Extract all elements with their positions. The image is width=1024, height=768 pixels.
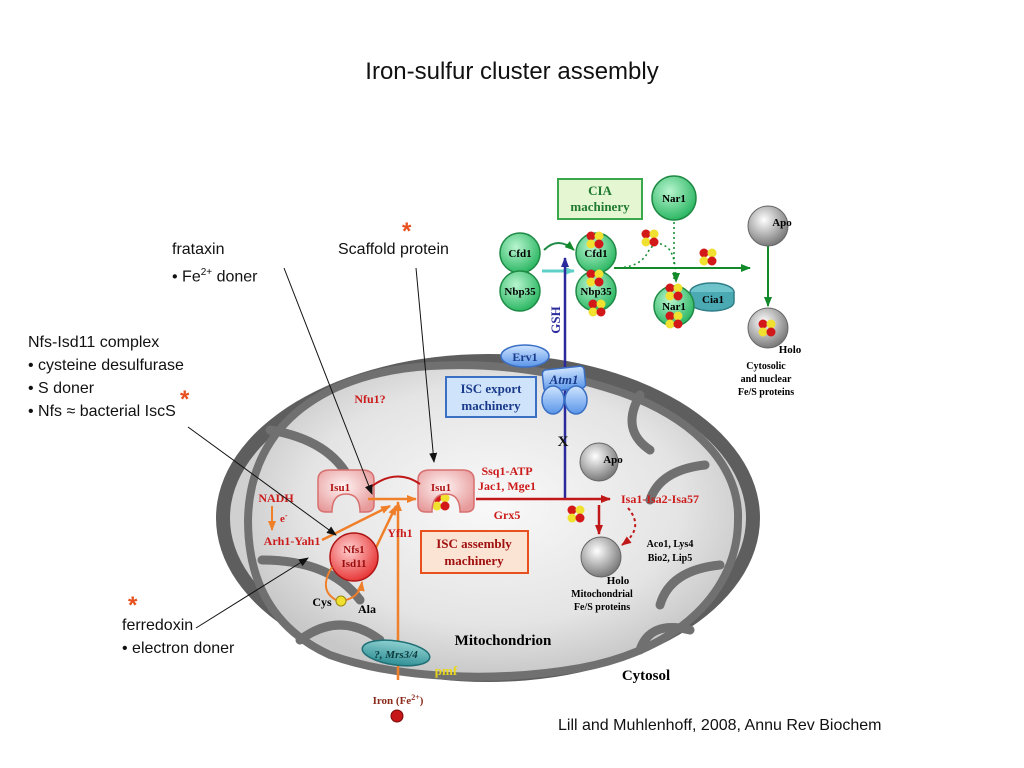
nar1-mid-label: Nar1 xyxy=(662,301,686,313)
nfs-line1: Nfs-Isd11 complex xyxy=(28,334,160,351)
nfs-line4: • Nfs ≈ bacterial IscS xyxy=(28,403,176,420)
nar1-top-protein xyxy=(651,175,697,221)
iron-label: Iron (Fe2+) xyxy=(373,693,424,707)
isc-export-line1: ISC export xyxy=(460,381,522,396)
cys-label: Cys xyxy=(312,595,332,609)
cia-machinery-box xyxy=(557,178,643,220)
ferredoxin-line1: ferredoxin xyxy=(122,617,194,634)
cytosol-label: Cytosol xyxy=(622,668,670,684)
mitochondrion-label: Mitochondrion xyxy=(455,633,552,649)
nfs-annotation: Nfs-Isd11 complex • cysteine desulfurase… xyxy=(28,331,184,423)
mito-proteins-line2: Fe/S proteins xyxy=(574,602,630,613)
cfd1-right-label: Cfd1 xyxy=(584,248,607,260)
nar1-top-label: Nar1 xyxy=(662,193,686,205)
page-title: Iron-sulfur cluster assembly xyxy=(365,58,659,85)
ferredoxin-pointer xyxy=(195,557,309,629)
iron-ion-icon xyxy=(390,709,404,723)
cytosolic-proteins-line1: Cytosolic xyxy=(746,361,786,372)
scaffold-label: Scaffold protein xyxy=(338,241,449,258)
ssq1-label: Ssq1-ATP xyxy=(481,464,532,478)
aco1-line2: Bio2, Lip5 xyxy=(648,553,692,564)
atm1-transporter xyxy=(541,365,588,415)
frataxin-pointer xyxy=(283,267,373,495)
apo-top-label: Apo xyxy=(772,217,792,229)
cfd1-exchange-arrow xyxy=(543,241,575,251)
frataxin-annotation: frataxin • Fe2+ doner xyxy=(172,238,258,288)
mrs-label: ?, Mrs3/4 xyxy=(374,649,418,661)
nfs-star: * xyxy=(180,386,190,413)
cytosolic-proteins-line2: and nuclear xyxy=(741,374,792,385)
nbp35-left-protein xyxy=(499,270,541,312)
apo-mito-label: Apo xyxy=(603,454,623,466)
cia1-label: Cia1 xyxy=(702,294,724,306)
holo-mito-label: Holo xyxy=(607,575,630,587)
electron-label: e- xyxy=(280,511,288,525)
holo-mito-protein xyxy=(580,536,622,578)
isa-label: Isa1-Isa2-Isa57 xyxy=(621,492,699,506)
mitochondrion-membrane xyxy=(216,354,760,682)
scaffold-star: * xyxy=(402,218,412,245)
pmf-label: pmf xyxy=(435,663,458,678)
isd11-label: Isd11 xyxy=(341,558,366,570)
nfs1-label: Nfs1 xyxy=(343,544,364,556)
nbp35-right-label: Nbp35 xyxy=(580,286,612,298)
holo-top-label: Holo xyxy=(779,344,802,356)
nadh-label: NADH xyxy=(258,491,294,505)
isu1-right-protein xyxy=(417,469,475,513)
ala-arrow xyxy=(345,581,365,601)
x-label: X xyxy=(558,434,569,450)
jac1-label: Jac1, Mge1 xyxy=(478,479,536,493)
cytosolic-proteins-line3: Fe/S proteins xyxy=(738,387,794,398)
isc-assembly-line1: ISC assembly xyxy=(436,536,512,551)
grx5-label: Grx5 xyxy=(494,508,521,522)
yfh1-label: Yfh1 xyxy=(387,526,412,540)
nfs-line3: • S doner xyxy=(28,380,95,397)
holo-cytosolic-protein xyxy=(747,307,789,349)
nbp35-left-label: Nbp35 xyxy=(504,286,536,298)
mito-proteins-line1: Mitochondrial xyxy=(571,589,633,600)
isu1-right-label: Isu1 xyxy=(431,482,451,494)
sulfur-atom-icon xyxy=(335,595,347,607)
ferredoxin-star: * xyxy=(128,592,138,619)
apo-mito-protein xyxy=(579,442,619,482)
ferredoxin-annotation: ferredoxin • electron doner xyxy=(122,614,234,660)
nfs-line2: • cysteine desulfurase xyxy=(28,357,184,374)
ferredoxin-line2: • electron doner xyxy=(122,640,235,657)
isc-export-line2: machinery xyxy=(461,398,521,413)
gsh-label: GSH xyxy=(548,306,563,333)
aco1-line1: Aco1, Lys4 xyxy=(647,539,694,550)
isu1-arc xyxy=(371,475,421,487)
nfu1-label: Nfu1? xyxy=(354,392,385,406)
isu1-left-protein xyxy=(317,469,375,513)
isc-export-box xyxy=(445,376,537,418)
arh1-yah1-label: Arh1-Yah1 xyxy=(264,534,321,548)
nfs1-isd11-protein xyxy=(329,532,379,582)
cfd1-left-label: Cfd1 xyxy=(508,248,531,260)
isc-assembly-line2: machinery xyxy=(444,553,504,568)
erv1-protein xyxy=(500,344,550,368)
apo-cytosolic-protein xyxy=(747,205,789,247)
cys-arrow xyxy=(325,566,337,601)
erv1-label: Erv1 xyxy=(512,350,537,364)
ala-label: Ala xyxy=(358,602,376,616)
citation: Lill and Muhlenhoff, 2008, Annu Rev Bioc… xyxy=(558,717,882,734)
cia-machinery-label: CIA xyxy=(588,183,612,198)
nfs-pointer xyxy=(187,426,337,536)
scaffold-pointer xyxy=(415,267,438,463)
frataxin-line1: frataxin xyxy=(172,241,225,258)
frataxin-line2: • Fe2+ doner xyxy=(172,267,258,286)
isu1-left-label: Isu1 xyxy=(330,482,350,494)
cia-machinery-label-2: machinery xyxy=(570,199,630,214)
isc-assembly-box xyxy=(420,530,529,574)
nar1-dotted-arrow xyxy=(613,243,680,283)
atm1-label: Atm1 xyxy=(549,372,579,387)
mrs3-4-transporter xyxy=(361,639,431,667)
